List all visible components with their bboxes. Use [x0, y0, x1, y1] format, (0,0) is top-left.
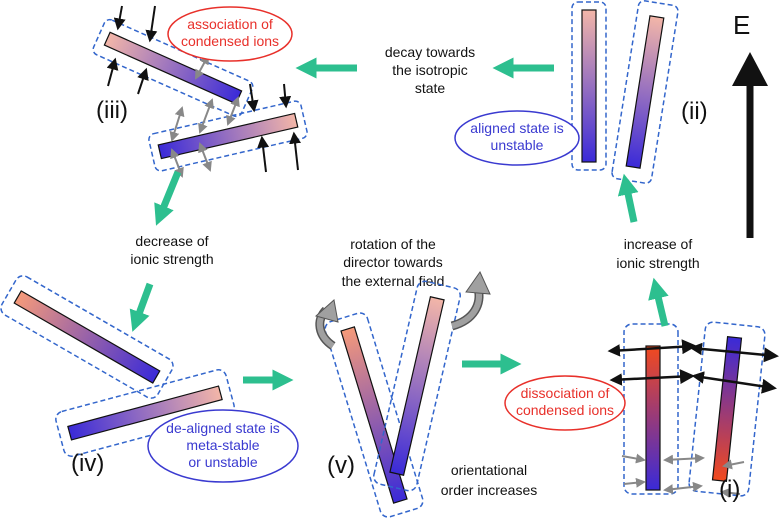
decay-label-line2: the isotropic — [392, 62, 467, 78]
dealigned-callout-line1: de-aligned state is — [166, 420, 280, 436]
orientation-label-line1: orientational — [451, 462, 527, 478]
increase-label-line2: ionic strength — [616, 255, 699, 271]
association-callout: association of condensed ions — [167, 6, 293, 62]
stage-ii-rods — [571, 0, 679, 184]
association-callout-line2: condensed ions — [181, 33, 279, 49]
decrease-label-line1: decrease of — [135, 233, 208, 249]
rod-outline — [571, 1, 607, 171]
ion-arrows-black — [607, 339, 779, 394]
rod — [711, 336, 743, 482]
electric-field-arrow — [732, 52, 768, 238]
orientation-label-line2: order increases — [441, 482, 538, 498]
rod-outline — [611, 0, 679, 184]
dissociation-callout-line2: condensed ions — [516, 402, 614, 418]
stage-i-label: (i) — [719, 476, 740, 503]
rod-outline — [148, 100, 308, 172]
dealigned-callout-line3: or unstable — [188, 454, 257, 470]
ion-arrows-gray — [169, 54, 240, 178]
rod — [389, 296, 445, 476]
rod-outline — [0, 275, 174, 399]
rotation-label-line2: director towards — [343, 254, 443, 270]
rod — [67, 385, 223, 441]
dealigned-callout: de-aligned state is meta-stable or unsta… — [147, 409, 299, 483]
transition-arrow-increase-to-ii — [617, 173, 639, 223]
rod — [13, 290, 161, 384]
rod-outline — [55, 369, 235, 457]
aligned-callout-line1: aligned state is — [470, 120, 563, 136]
dissociation-callout-line1: dissociation of — [521, 385, 610, 401]
stage-i-rods — [607, 321, 779, 498]
stage-ii-label: (ii) — [681, 98, 708, 125]
aligned-callout: aligned state is unstable — [454, 110, 580, 166]
rod — [157, 112, 299, 160]
increase-label-line1: increase of — [624, 236, 693, 252]
rotation-arrow-left — [314, 299, 339, 350]
transition-arrow-decrease-to-iv — [129, 282, 154, 332]
rotation-label-line1: rotation of the — [350, 236, 436, 252]
rod — [581, 9, 597, 163]
association-callout-line1: association of — [187, 16, 273, 32]
ion-arrows-black — [106, 5, 302, 173]
stage-iii-label: (iii) — [96, 97, 128, 124]
rod — [645, 345, 661, 491]
rotation-label-line3: the external field — [342, 273, 445, 289]
stage-v-label: (v) — [327, 452, 355, 479]
stage-iv-label: (iv) — [71, 450, 104, 477]
stage-iii-rods — [92, 5, 308, 178]
decay-label-line1: decay towards — [385, 44, 475, 60]
dissociation-callout: dissociation of condensed ions — [504, 375, 626, 431]
aligned-callout-line2: unstable — [491, 137, 544, 153]
decay-label-line3: state — [415, 80, 446, 96]
dealigned-callout-line2: meta-stable — [186, 437, 259, 453]
transition-arrow-i-to-increase — [648, 277, 669, 327]
ion-arrows-gray — [621, 453, 745, 498]
rod-outline — [623, 323, 679, 495]
rod — [625, 15, 665, 169]
field-label: E — [733, 10, 750, 40]
transition-arrow-iii-to-decrease — [154, 170, 182, 226]
rod — [340, 326, 408, 504]
decrease-label-line2: ionic strength — [130, 251, 213, 267]
stage-iv-rods — [0, 275, 235, 457]
rotation-arrow-right — [450, 270, 491, 331]
